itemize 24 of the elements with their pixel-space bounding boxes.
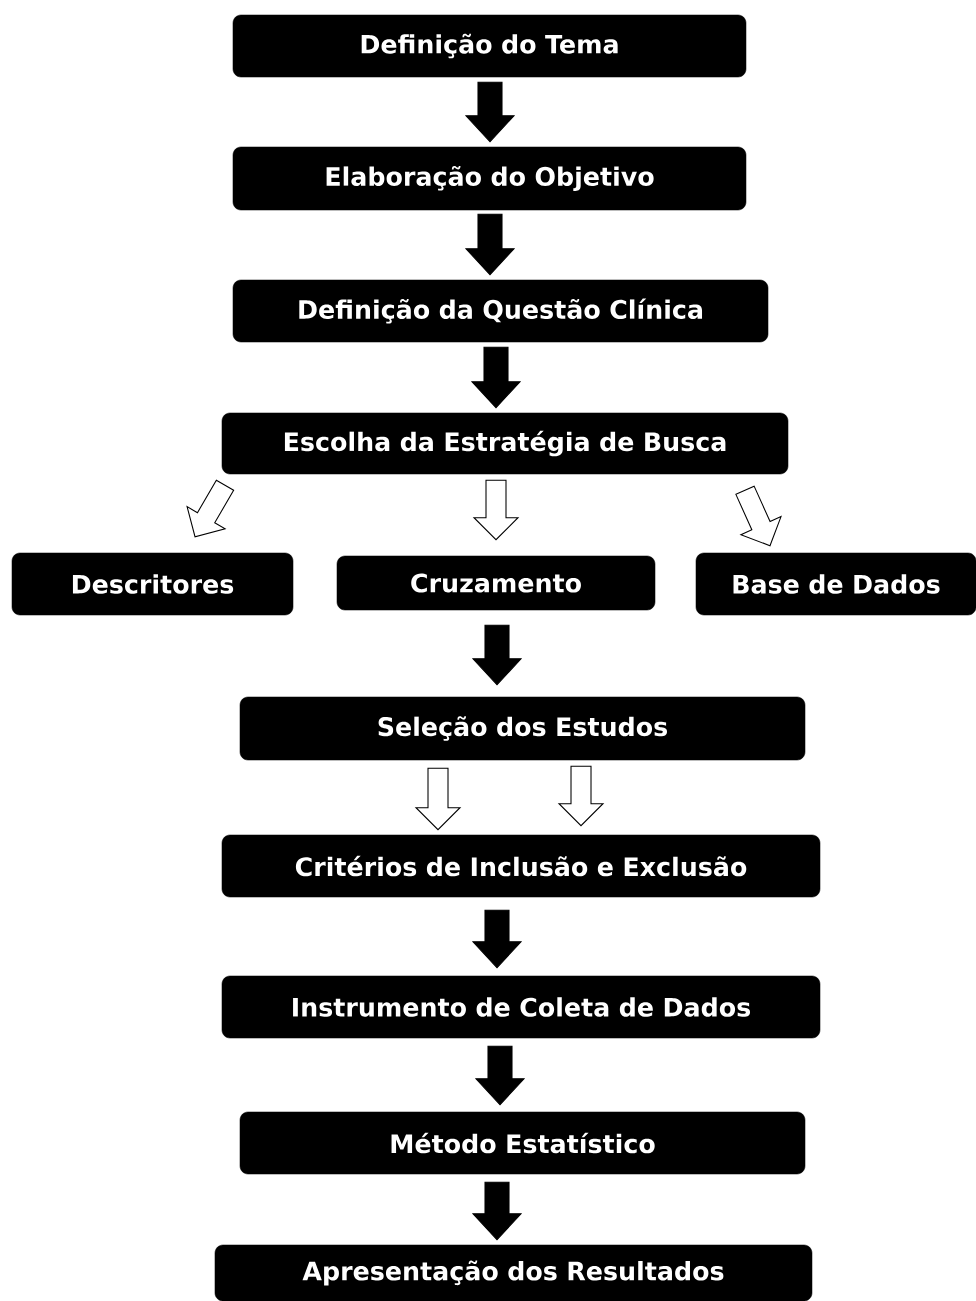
block-arrow <box>464 213 516 276</box>
block-arrow <box>471 1181 523 1241</box>
block-arrow <box>464 81 516 143</box>
block-arrow <box>471 624 523 686</box>
process-box: Método Estatístico <box>239 1111 806 1175</box>
block-arrow <box>557 765 605 827</box>
process-box: Escolha da Estratégia de Busca <box>221 412 789 475</box>
process-box: Critérios de Inclusão e Exclusão <box>221 834 821 898</box>
block-arrow <box>414 767 462 831</box>
block-arrow <box>735 485 782 547</box>
process-box: Elaboração do Objetivo <box>232 146 747 211</box>
process-box: Instrumento de Coleta de Dados <box>221 975 821 1039</box>
block-arrow <box>474 1045 526 1106</box>
process-box: Seleção dos Estudos <box>239 696 806 761</box>
block-arrow <box>470 346 522 409</box>
process-box: Base de Dados <box>695 552 976 616</box>
process-box: Cruzamento <box>336 555 656 611</box>
process-box: Definição da Questão Clínica <box>232 279 769 343</box>
process-box: Definição do Tema <box>232 14 747 78</box>
block-arrow <box>472 479 520 541</box>
block-arrow <box>471 909 523 969</box>
process-box: Descritores <box>11 552 294 616</box>
process-box: Apresentação dos Resultados <box>214 1244 813 1301</box>
block-arrow <box>186 479 235 538</box>
